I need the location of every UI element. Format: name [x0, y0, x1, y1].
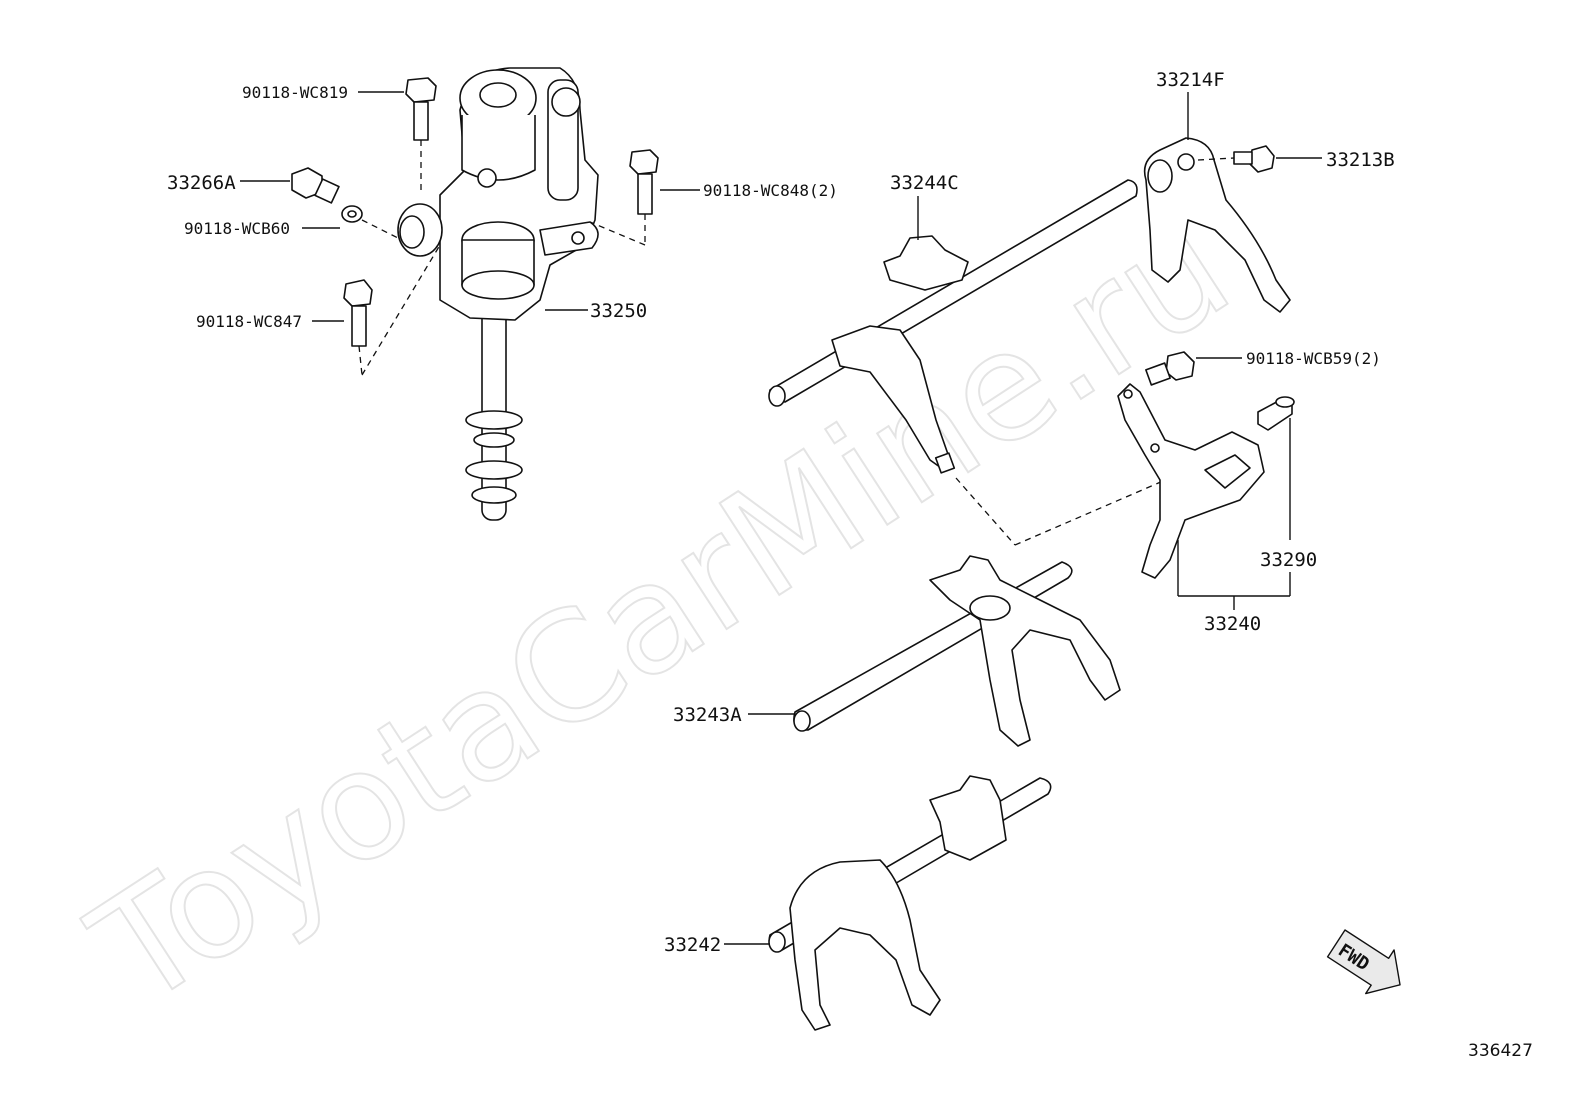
callout-33242: 33242: [664, 934, 721, 956]
shift-fork-33214f: [1143, 137, 1291, 313]
bolt-90118-wcb59: [1145, 351, 1195, 386]
watermark-text: ToyotaCarMine.ru: [64, 181, 1259, 1041]
callout-90118-wc847: 90118-WC847: [196, 312, 302, 331]
bolt-90118-wc847: [343, 244, 441, 376]
pin-33290: [1257, 396, 1295, 431]
plug-33266a: [291, 167, 403, 241]
shift-fork-shaft-33242: [768, 775, 1052, 1031]
callout-90118-wc848: 90118-WC848(2): [703, 181, 838, 200]
callout-33243a: 33243A: [673, 704, 742, 726]
bolt-90118-wc819: [405, 77, 437, 195]
callout-33240: 33240: [1204, 613, 1261, 635]
callout-90118-wcb60: 90118-WCB60: [184, 219, 290, 238]
callout-90118-wcb59: 90118-WCB59(2): [1246, 349, 1381, 368]
shift-fork-shaft-33243a: [793, 555, 1121, 747]
diagram-number: 336427: [1468, 1041, 1533, 1061]
callout-33244c: 33244C: [890, 172, 959, 194]
callout-33214f: 33214F: [1156, 69, 1225, 91]
callout-33266a: 33266A: [167, 172, 236, 194]
leader-lines: [240, 91, 1322, 945]
shift-fork-33240: [1117, 383, 1265, 579]
bolt-90118-wc848: [589, 149, 659, 246]
callout-90118-wc819: 90118-WC819: [242, 83, 348, 102]
fwd-arrow: FWD: [1326, 929, 1401, 995]
callout-33290: 33290: [1260, 549, 1317, 571]
callout-33213b: 33213B: [1326, 149, 1395, 171]
shift-housing-assembly: [397, 67, 599, 521]
callout-33250: 33250: [590, 300, 647, 322]
bolt-33213b: [1233, 145, 1275, 173]
shift-fork-shaft-33244c: [768, 179, 1201, 546]
